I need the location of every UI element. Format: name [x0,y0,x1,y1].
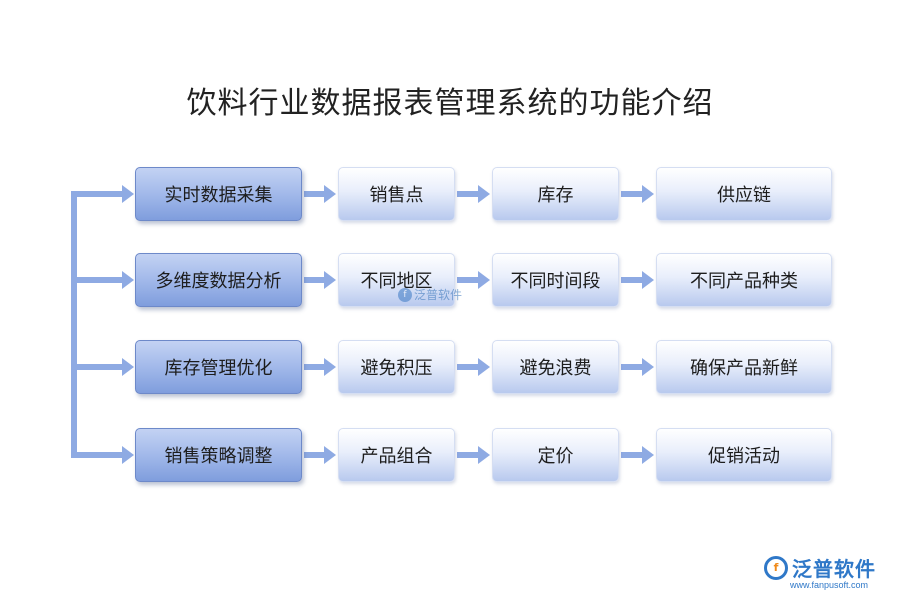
sub-box-promotion: 促销活动 [656,428,832,482]
sub-box-time-periods: 不同时间段 [492,253,619,307]
watermark: f 泛普软件 [398,286,462,303]
arrow-main-to-item1-1 [304,185,336,203]
sub-box-pricing: 定价 [492,428,619,482]
watermark-text: 泛普软件 [414,288,463,302]
sub-box-sales-point: 销售点 [338,167,455,221]
arrow-item1-to-item2-1 [457,185,490,203]
arrow-main-to-item1-2 [304,271,336,289]
brand-logo-icon: f [764,555,788,580]
arrow-trunk-to-main-1 [71,185,134,203]
brand-logo: f 泛普软件 [764,553,876,582]
sub-box-avoid-waste: 避免浪费 [492,340,619,394]
arrow-item2-to-item3-1 [621,185,654,203]
sub-box-avoid-overstock: 避免积压 [338,340,455,394]
brand-url: www.fanpusoft.com [790,580,869,590]
arrow-item1-to-item2-2 [457,271,490,289]
arrow-main-to-item1-4 [304,446,336,464]
arrow-item2-to-item3-4 [621,446,654,464]
main-box-multidimensional-analysis: 多维度数据分析 [135,253,302,307]
arrow-trunk-to-main-2 [71,271,134,289]
brand-name: 泛普软件 [792,557,876,581]
arrow-item1-to-item2-3 [457,358,490,376]
sub-box-supply-chain: 供应链 [656,167,832,221]
main-box-realtime-collection: 实时数据采集 [135,167,302,221]
arrow-item2-to-item3-3 [621,358,654,376]
arrow-trunk-to-main-4 [71,446,134,464]
sub-box-regions: 不同地区 [338,253,455,307]
arrow-trunk-to-main-3 [71,358,134,376]
main-box-inventory-optimization: 库存管理优化 [135,340,302,394]
arrow-item2-to-item3-2 [621,271,654,289]
sub-box-product-categories: 不同产品种类 [656,253,832,307]
arrow-item1-to-item2-4 [457,446,490,464]
arrow-main-to-item1-3 [304,358,336,376]
sub-box-product-mix: 产品组合 [338,428,455,482]
diagram-title: 饮料行业数据报表管理系统的功能介绍 [186,86,714,121]
sub-box-ensure-freshness: 确保产品新鲜 [656,340,832,394]
sub-box-inventory: 库存 [492,167,619,221]
watermark-logo-icon: f [398,287,412,302]
main-box-sales-strategy: 销售策略调整 [135,428,302,482]
